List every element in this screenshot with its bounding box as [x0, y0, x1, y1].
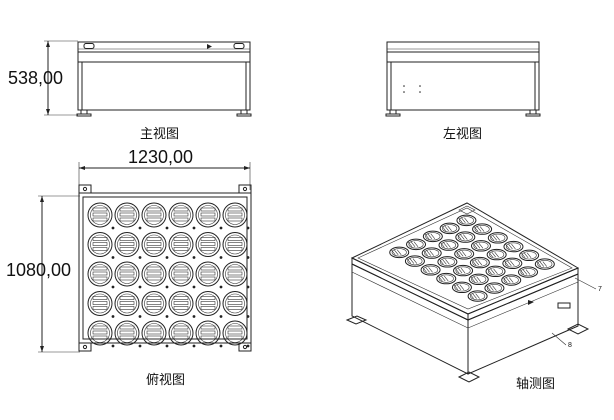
iso-cell — [439, 222, 460, 235]
top-cell — [168, 202, 196, 230]
top-height-dimension: 1080,00 — [6, 260, 71, 280]
top-cell — [87, 291, 115, 318]
iso-cell — [503, 240, 524, 253]
iso-cell — [468, 273, 489, 286]
top-cell — [168, 261, 196, 289]
top-cell — [195, 320, 223, 348]
iso-cell — [456, 214, 477, 227]
top-cell — [114, 261, 142, 289]
iso-cell — [437, 256, 458, 268]
top-cell — [87, 320, 115, 348]
iso-cell — [469, 256, 490, 269]
top-width-dimension: 1230,00 — [128, 147, 193, 167]
iso-cell — [406, 238, 427, 251]
top-cell — [222, 291, 250, 318]
top-cell — [114, 291, 142, 318]
front-view: 538,00 主视图 — [8, 40, 252, 142]
top-cell — [87, 202, 115, 230]
top-cell — [87, 232, 115, 259]
iso-cell — [472, 223, 493, 235]
iso-cell — [455, 231, 476, 243]
left-view: 左视图 — [385, 41, 541, 142]
iso-cell — [485, 265, 506, 278]
top-cell — [195, 232, 223, 259]
iso-cell — [519, 249, 540, 262]
iso-cell — [420, 264, 441, 276]
top-cell — [168, 320, 196, 348]
iso-cell — [389, 246, 410, 259]
front-height-dimension: 538,00 — [8, 68, 63, 88]
iso-cell — [502, 257, 523, 270]
top-cell — [222, 320, 250, 348]
iso-cell — [453, 264, 474, 277]
iso-cell — [534, 258, 555, 270]
top-view-caption: 俯视图 — [146, 372, 185, 388]
top-cell — [195, 202, 223, 230]
iso-cell — [454, 248, 475, 260]
top-cell — [141, 261, 169, 289]
top-cell — [141, 202, 169, 230]
top-cell — [222, 202, 250, 230]
iso-cell — [467, 290, 488, 302]
iso-cell — [486, 248, 507, 261]
iso-view-cell-grid — [389, 214, 555, 302]
top-cell — [195, 291, 223, 318]
top-view-cell-grid — [87, 202, 250, 348]
top-cell — [87, 261, 115, 289]
iso-view-caption: 轴测图 — [516, 377, 555, 392]
top-cell — [114, 320, 142, 348]
iso-view: 7 8 轴测图 — [345, 202, 602, 392]
iso-cell — [438, 239, 459, 251]
iso-cell — [470, 240, 491, 252]
top-cell — [195, 261, 223, 289]
top-cell — [222, 261, 250, 289]
top-cell — [168, 232, 196, 259]
iso-cell — [487, 232, 508, 244]
top-cell — [141, 320, 169, 348]
iso-cell — [436, 272, 457, 285]
top-cell — [141, 232, 169, 259]
iso-cell — [518, 266, 539, 278]
top-view: 1230,00 1080,00 俯视图 — [6, 147, 252, 388]
iso-cell — [421, 247, 442, 259]
top-cell — [141, 291, 169, 318]
iso-cell — [501, 274, 522, 286]
top-cell — [222, 232, 250, 259]
callout-7: 7 — [598, 286, 602, 293]
top-cell — [114, 232, 142, 259]
iso-cell — [484, 282, 505, 294]
left-view-caption: 左视图 — [443, 127, 482, 142]
iso-cell — [451, 281, 472, 294]
front-view-caption: 主视图 — [140, 127, 179, 142]
iso-cell — [422, 230, 443, 243]
top-cell — [168, 291, 196, 318]
callout-8: 8 — [568, 342, 572, 349]
iso-cell — [404, 255, 425, 267]
top-cell — [114, 202, 142, 230]
